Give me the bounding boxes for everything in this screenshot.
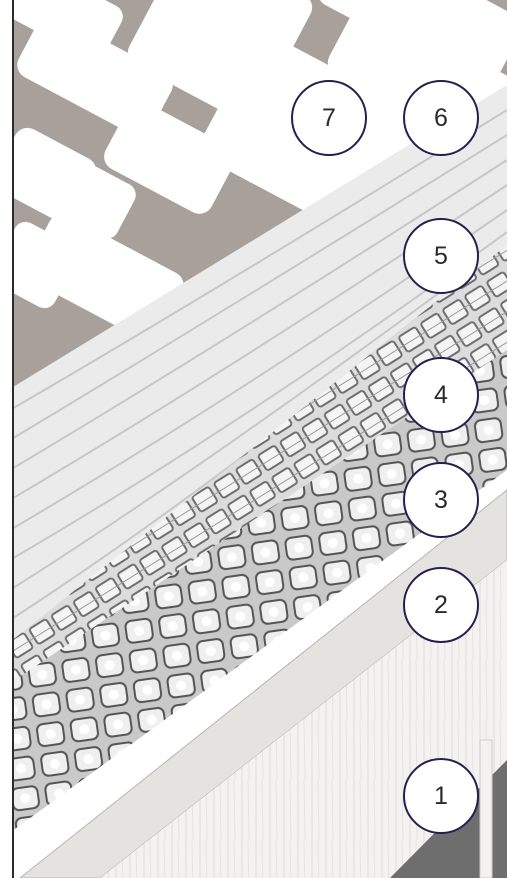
substrate-post	[480, 740, 492, 878]
layer-marker-4: 4	[403, 357, 479, 433]
layer-marker-3: 3	[403, 462, 479, 538]
layer-marker-2: 2	[403, 567, 479, 643]
layer-marker-7: 7	[291, 80, 367, 156]
layer-marker-6: 6	[403, 80, 479, 156]
layer-marker-5: 5	[403, 218, 479, 294]
layer-marker-1: 1	[403, 758, 479, 834]
left-border	[12, 0, 14, 878]
